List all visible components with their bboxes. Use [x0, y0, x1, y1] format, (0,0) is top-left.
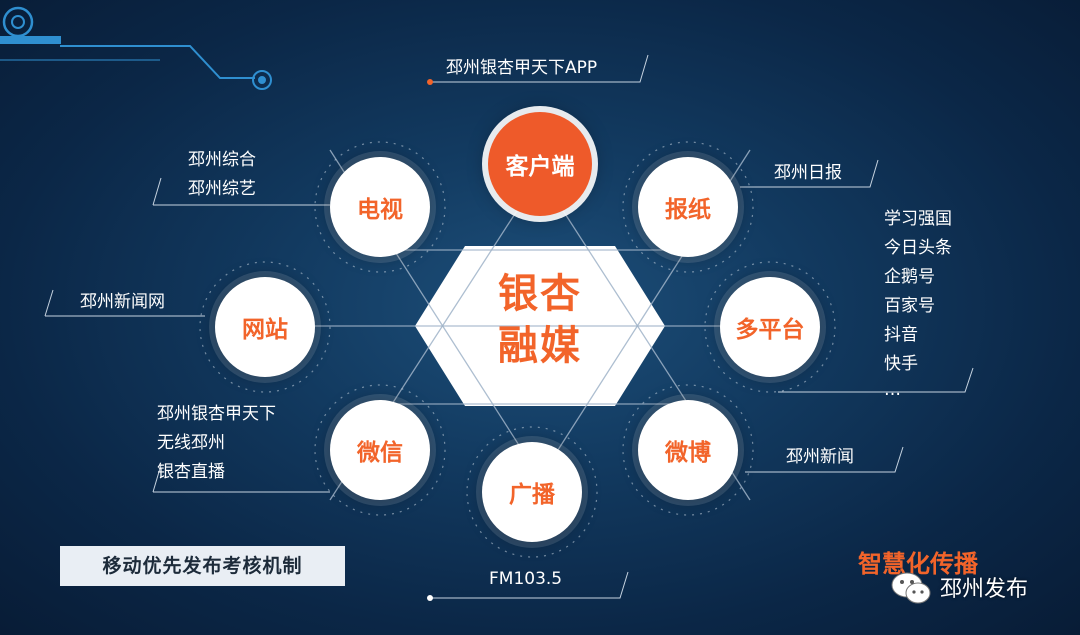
- label-multi-3: 企鹅号: [884, 267, 935, 287]
- label-wechat-1: 邳州银杏甲天下: [157, 404, 276, 424]
- node-weibo-label: 微博: [665, 440, 711, 466]
- label-website: 邳州新闻网: [80, 288, 165, 317]
- node-multi-platform-label: 多平台: [735, 317, 805, 343]
- brand-name: 邳州发布: [940, 577, 1029, 602]
- node-website-label: 网站: [242, 317, 288, 343]
- label-leader-lines: [44, 54, 974, 599]
- node-multi-platform: 多平台: [720, 277, 820, 377]
- node-wechat: 微信: [330, 400, 430, 500]
- brand-watermark: 邳州发布: [888, 569, 1028, 605]
- label-radio: FM103.5: [489, 565, 562, 594]
- node-client: 客户端: [488, 112, 592, 216]
- label-multi-4: 百家号: [884, 296, 935, 316]
- node-newspaper: 报纸: [638, 157, 738, 257]
- label-newspaper: 邳州日报: [774, 159, 842, 188]
- mechanism-banner: 移动优先发布考核机制: [60, 546, 345, 586]
- node-halos: [199, 141, 836, 558]
- label-multi-7: …: [884, 380, 901, 400]
- node-client-label: 客户端: [505, 154, 575, 180]
- label-multi-6: 快手: [884, 354, 918, 374]
- label-client: 邳州银杏甲天下APP: [446, 54, 597, 83]
- wechat-icon: [891, 572, 931, 604]
- label-newspaper-1: 邳州日报: [774, 163, 842, 183]
- label-tv-1: 邳州综合: [188, 150, 256, 170]
- label-weibo: 邳州新闻: [786, 443, 854, 472]
- label-tv-2: 邳州综艺: [188, 179, 256, 199]
- leader-dots: [427, 79, 433, 601]
- label-tv: 邳州综合 邳州综艺: [188, 146, 256, 204]
- label-weibo-1: 邳州新闻: [786, 447, 854, 467]
- node-tv-label: 电视: [357, 197, 403, 223]
- node-website: 网站: [215, 277, 315, 377]
- hub-label: 银杏 融媒: [465, 268, 615, 372]
- label-multi-1: 学习强国: [884, 209, 952, 229]
- label-wechat-2: 无线邳州: [157, 433, 225, 453]
- label-client-1: 邳州银杏甲天下APP: [446, 58, 598, 78]
- label-wechat: 邳州银杏甲天下 无线邳州 银杏直播: [157, 400, 276, 487]
- tagline: 智慧化传播: [858, 550, 978, 578]
- node-radio-label: 广播: [509, 482, 555, 508]
- label-website-1: 邳州新闻网: [80, 292, 165, 312]
- circuit-decoration: [0, 6, 272, 90]
- node-newspaper-label: 报纸: [665, 197, 711, 223]
- label-multi-platform: 学习强国 今日头条 企鹅号 百家号 抖音 快手 …: [884, 205, 952, 401]
- label-radio-1: FM103.5: [489, 569, 563, 589]
- node-radio: 广播: [482, 442, 582, 542]
- label-wechat-3: 银杏直播: [157, 462, 225, 482]
- node-wechat-label: 微信: [357, 440, 403, 466]
- node-tv: 电视: [330, 157, 430, 257]
- label-multi-2: 今日头条: [884, 238, 952, 258]
- label-multi-5: 抖音: [884, 325, 918, 345]
- node-weibo: 微博: [638, 400, 738, 500]
- hub-line-2: 融媒: [498, 323, 582, 369]
- hub-line-1: 银杏: [498, 271, 582, 317]
